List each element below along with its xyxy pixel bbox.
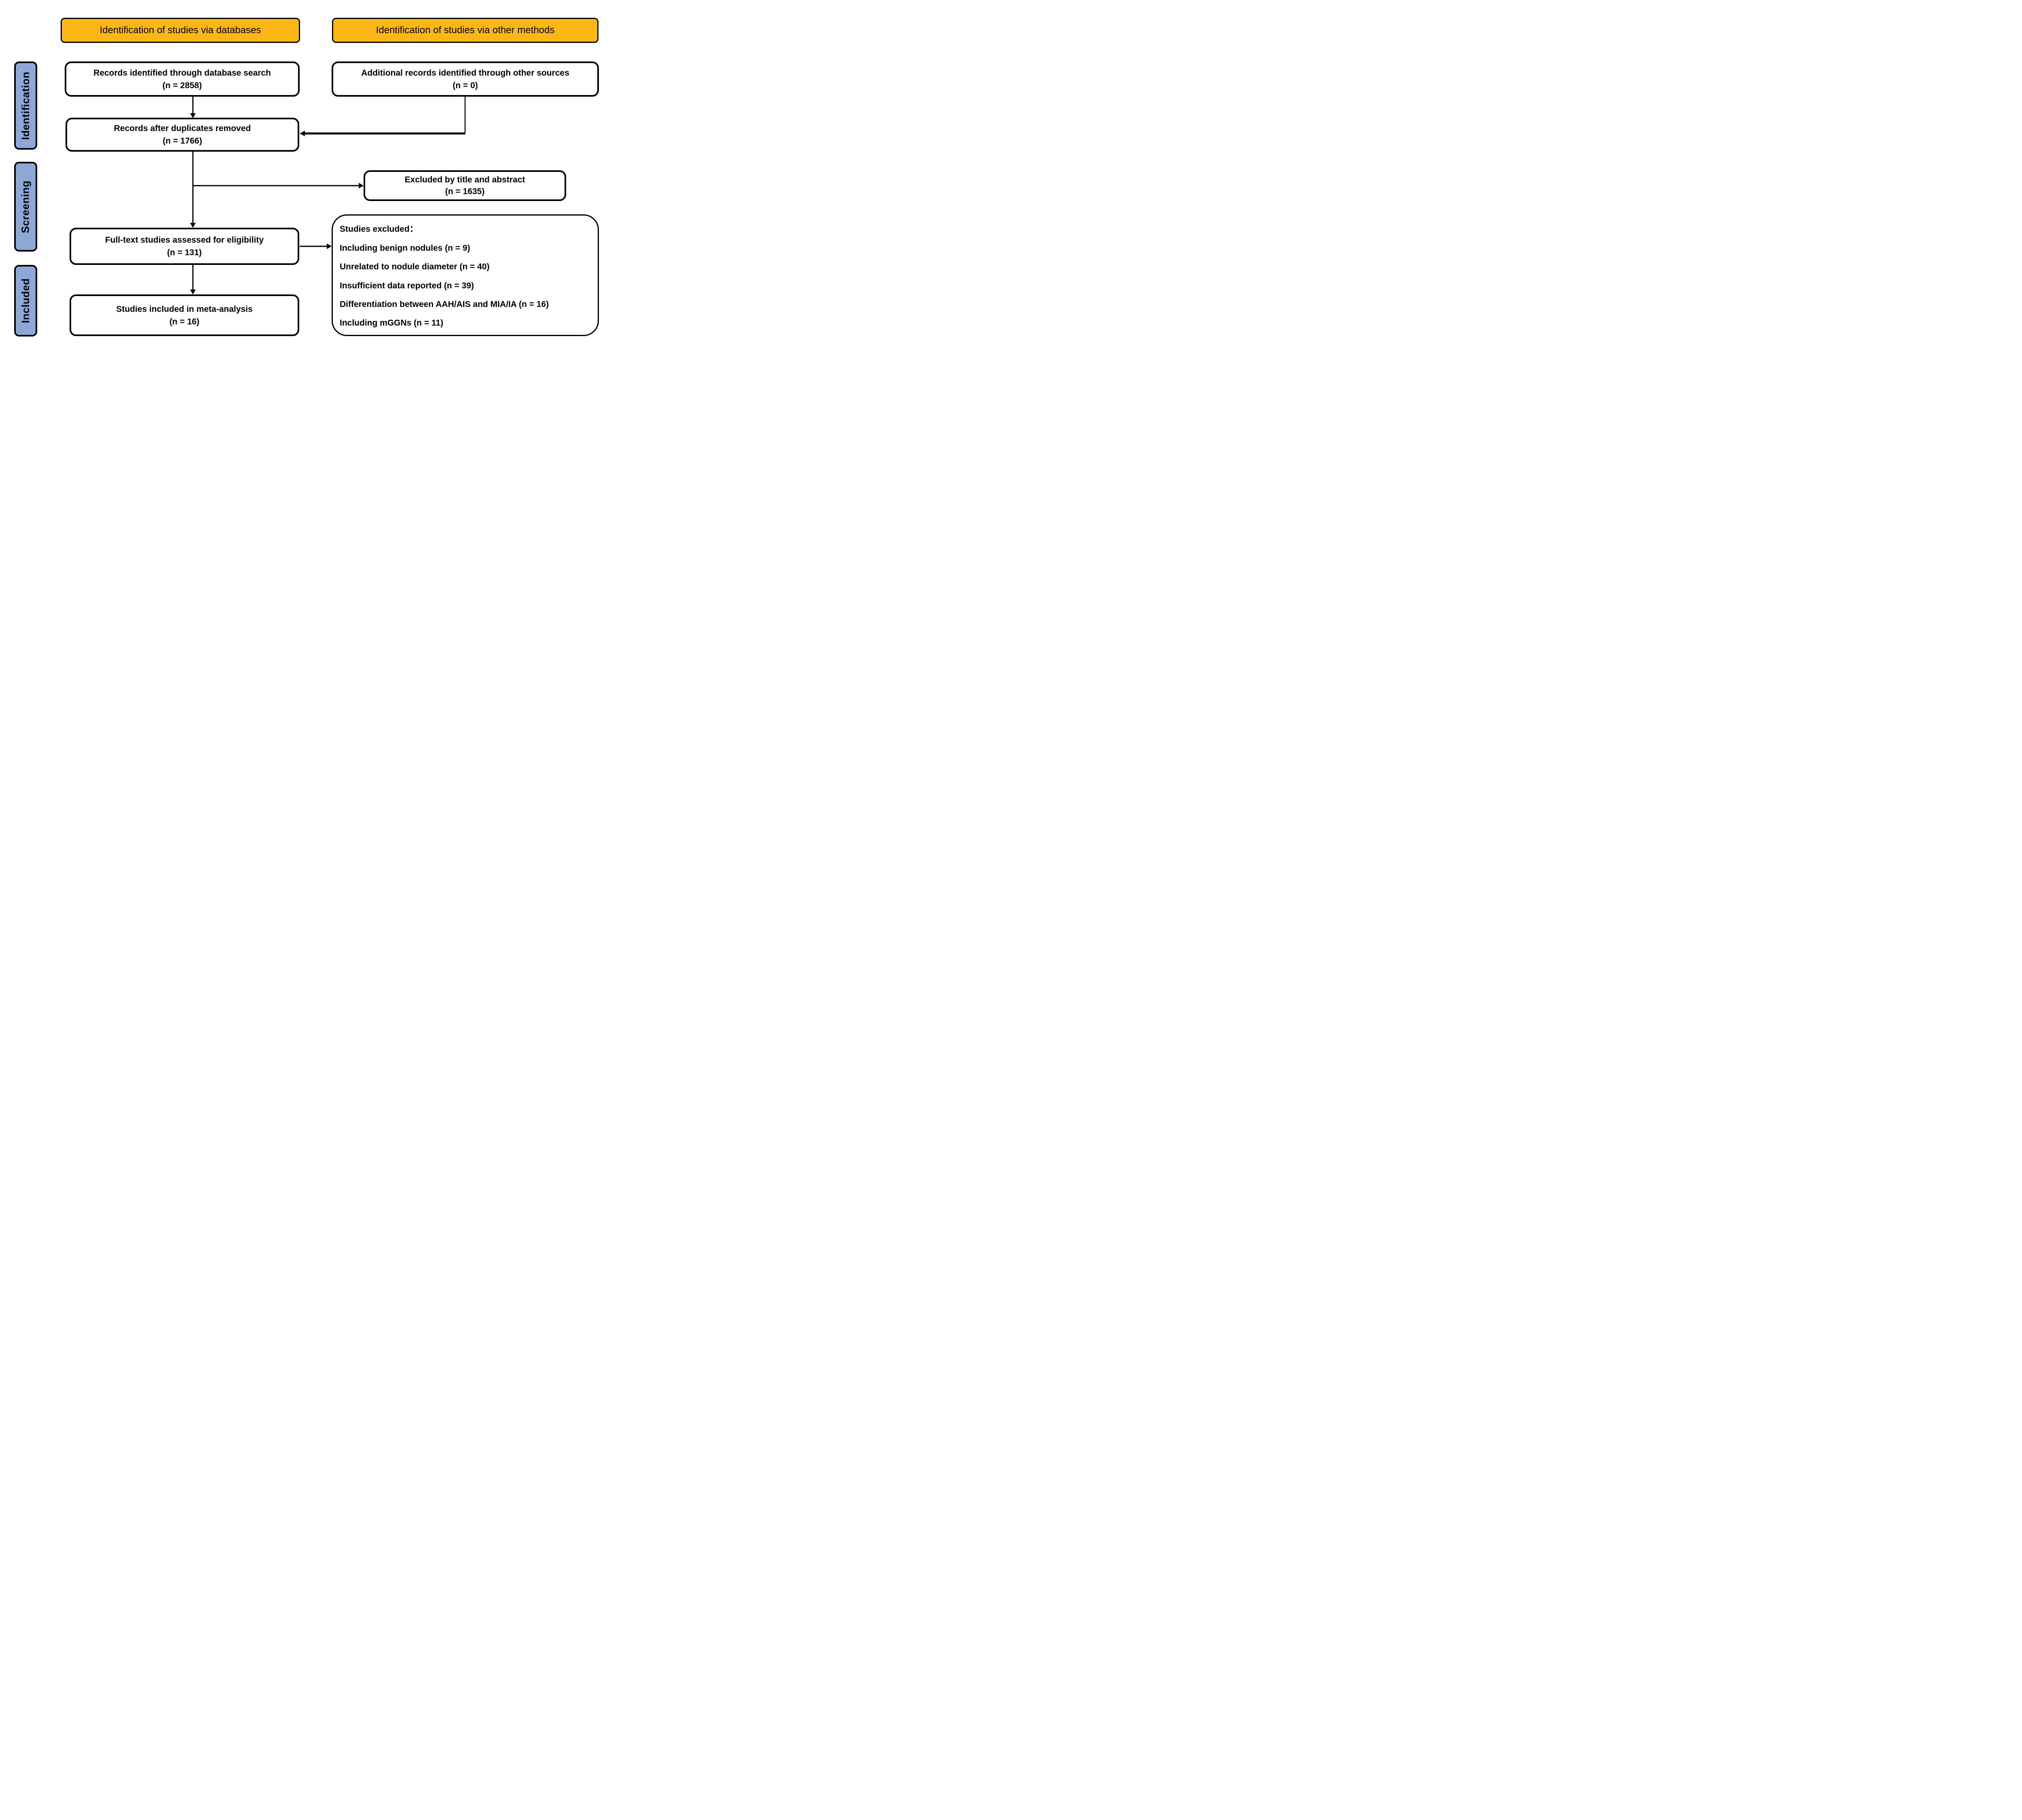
header-via-other-methods: Identification of studies via other meth… [332,18,599,43]
arrow-branch-to-excluded [193,183,364,188]
header-via-databases: Identification of studies via databases [61,18,300,43]
box-additional-records-line1: Additional records identified through ot… [361,68,569,78]
box-excluded-title-abstract-count: (n = 1635) [445,187,485,196]
header-via-databases-label: Identification of studies via databases [99,25,261,36]
box-included-meta-analysis: Studies included in meta-analysis (n = 1… [70,294,299,336]
box-excluded-title-abstract-line1: Excluded by title and abstract [404,175,525,184]
box-additional-records: Additional records identified through ot… [332,61,599,97]
prisma-flow-diagram: Identification of studies via databases … [0,0,626,352]
arrow-fulltext-to-excluded-reasons [300,243,332,249]
header-via-other-methods-label: Identification of studies via other meth… [376,25,555,36]
box-duplicates-removed: Records after duplicates removed (n = 17… [66,118,299,152]
box-records-identified: Records identified through database sear… [65,61,300,97]
box-duplicates-removed-count: (n = 1766) [163,136,202,146]
box-excluded-title-abstract: Excluded by title and abstract (n = 1635… [364,170,566,201]
arrow-fulltext-to-included [190,265,196,294]
stage-screening: Screening [14,162,37,252]
box-records-identified-count: (n = 2858) [162,80,202,90]
box-fulltext-assessed-count: (n = 131) [167,248,202,257]
box-duplicates-removed-line1: Records after duplicates removed [114,124,251,133]
box-fulltext-assessed: Full-text studies assessed for eligibili… [70,228,299,265]
excluded-reason-insufficient-data: Insufficient data reported (n = 39) [340,281,474,290]
box-studies-excluded-reasons: Studies excluded： Including benign nodul… [332,214,599,336]
stage-included: Included [14,265,37,336]
excluded-reason-mggns: Including mGGNs (n = 11) [340,318,444,328]
excluded-reason-unrelated-diameter: Unrelated to nodule diameter (n = 40) [340,262,490,272]
studies-excluded-title: Studies excluded： [340,224,418,234]
box-included-meta-analysis-line1: Studies included in meta-analysis [116,304,253,314]
excluded-reason-benign-nodules: Including benign nodules (n = 9) [340,243,470,253]
arrow-duplicates-to-fulltext [190,152,196,228]
stage-identification-label: Identification [19,71,32,140]
box-records-identified-line1: Records identified through database sear… [93,68,271,78]
stage-included-label: Included [19,278,32,323]
stage-identification: Identification [14,61,37,150]
box-additional-records-count: (n = 0) [453,80,478,90]
stage-screening-label: Screening [19,180,32,233]
arrow-additional-to-duplicates [300,97,466,136]
arrow-records-to-duplicates [190,97,196,118]
excluded-reason-differentiation: Differentiation between AAH/AIS and MIA/… [340,299,549,309]
box-included-meta-analysis-count: (n = 16) [169,317,200,326]
box-fulltext-assessed-line1: Full-text studies assessed for eligibili… [105,235,264,245]
